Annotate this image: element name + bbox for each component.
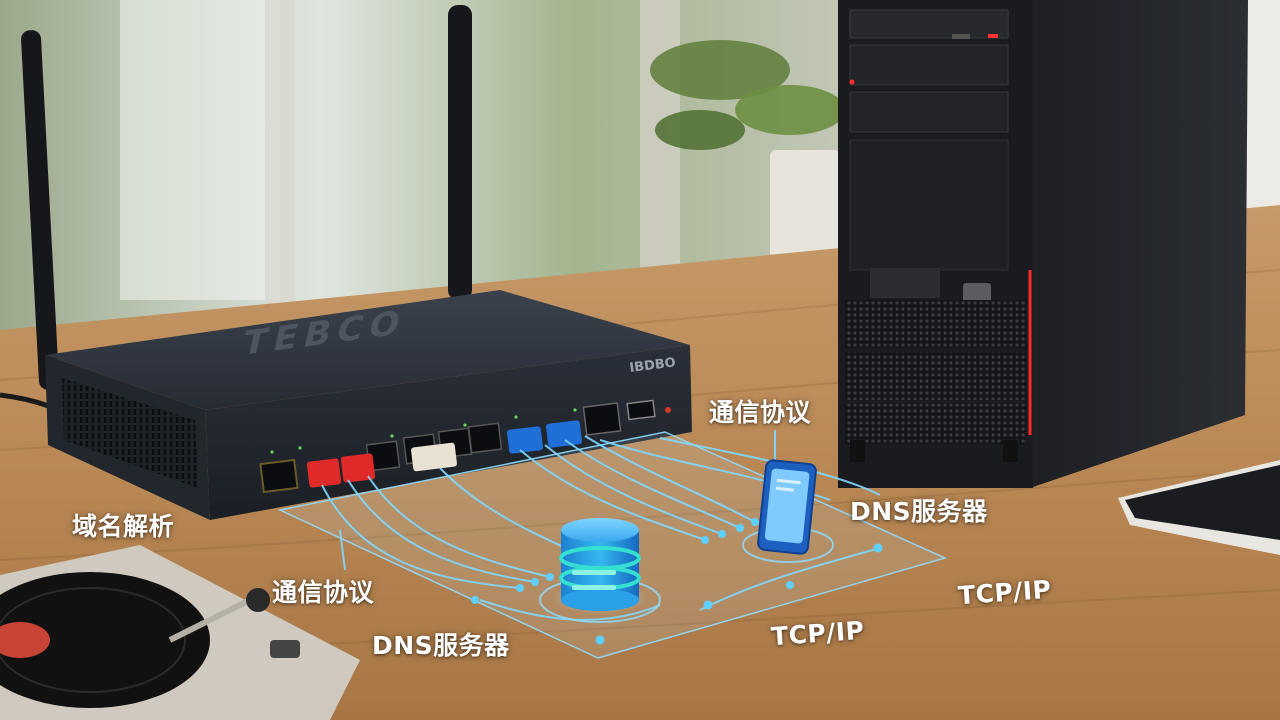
network-overlay — [277, 430, 948, 659]
window-frame — [265, 0, 295, 320]
phone-on-desk — [1118, 460, 1280, 555]
blue-ethernet-plugs — [507, 420, 582, 454]
tablet-icon — [742, 459, 834, 563]
label-dns-right: DNS服务器 — [850, 497, 988, 526]
red-ethernet-plugs — [306, 453, 376, 488]
antenna-left — [21, 30, 59, 390]
label-protocol-upper: 通信协议 — [709, 398, 812, 427]
turntable — [0, 545, 360, 720]
router-badge: IBDBO — [629, 355, 677, 376]
label-protocol-lower: 通信协议 — [272, 578, 375, 607]
network-nodes — [471, 518, 883, 645]
pc-tower — [838, 0, 1248, 488]
antenna-right — [448, 5, 472, 300]
window-light — [120, 0, 280, 300]
router: TEBCO IBDBO — [21, 5, 692, 520]
potted-plant — [650, 40, 845, 260]
database-icon — [539, 518, 661, 623]
label-dns-lower: DNS服务器 — [372, 631, 510, 660]
label-domain-resolution: 域名解析 — [72, 512, 175, 541]
status-leds — [270, 408, 577, 454]
white-ethernet-plug — [411, 442, 457, 472]
